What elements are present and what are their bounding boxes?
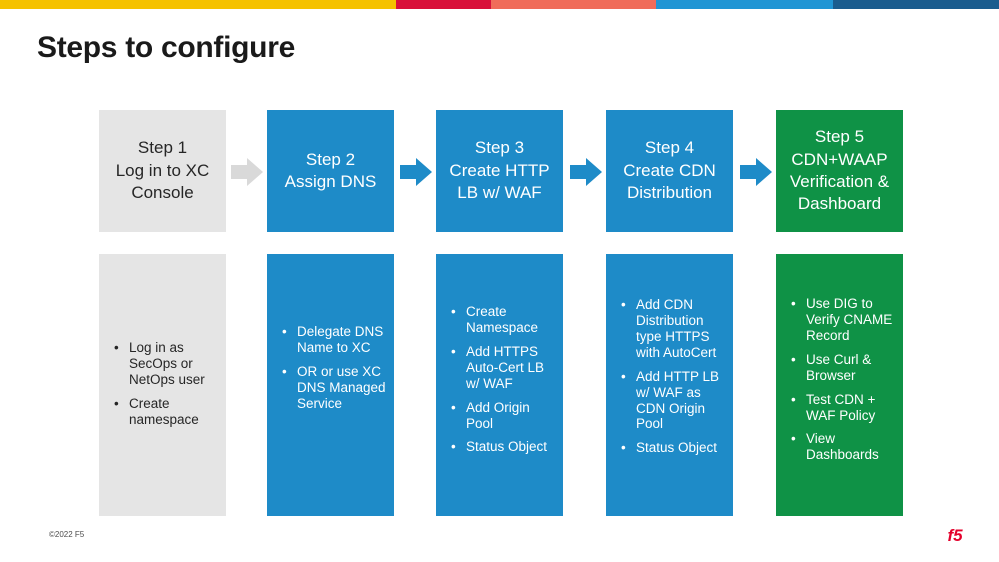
f5-logo: f5 [933, 522, 977, 548]
bullet-glyph: • [621, 297, 626, 312]
detail-item-label: Add HTTP LB w/ WAF as CDN Origin Pool [636, 368, 720, 432]
bullet-glyph: • [451, 304, 456, 319]
detail-list-5: • Use DIG to Verify CNAME Record • Use Curl… [776, 296, 903, 471]
bullet-glyph: • [451, 399, 456, 415]
detail-item-label: Delegate DNS Name to XC [297, 324, 384, 355]
top-color-bar [0, 0, 999, 9]
step-box-5[interactable]: Step 5 CDN+WAAP Verification & Dashboard [776, 110, 903, 232]
detail-box-3: • Create Namespace • Add HTTPS Auto-Cert LB… [436, 254, 563, 516]
step-box-1-label: Step 1 Log in to XC Console [115, 138, 210, 203]
step-box-4[interactable]: Step 4 Create CDN Distribution [606, 110, 733, 232]
detail-list-1: • Log in as SecOps or NetOps user • Create … [99, 340, 226, 436]
detail-list-4: • Add CDN Distribution type HTTPS with Au… [606, 297, 733, 464]
detail-item-label: Status Object [466, 439, 548, 455]
bullet-glyph: • [621, 368, 626, 384]
step-box-1[interactable]: Step 1 Log in to XC Console [99, 110, 226, 232]
arrow-1-to-2 [231, 156, 263, 188]
detail-item: • Add HTTP LB w/ WAF as CDN Origin Pool [606, 369, 733, 433]
bullet-glyph: • [282, 324, 287, 339]
arrow-3-to-4 [570, 156, 602, 188]
copyright-text: ©2022 F5 [49, 530, 85, 539]
detail-item-label: Use DIG to Verify CNAME Record [806, 296, 893, 343]
bullet-glyph: • [282, 363, 287, 379]
detail-item: • OR or use XC DNS Managed Service [267, 364, 394, 412]
detail-item-label: View Dashboards [806, 431, 879, 463]
detail-box-4: • Add CDN Distribution type HTTPS with Au… [606, 254, 733, 516]
steps-row: Step 1 Log in to XC Console Step 2 Assig… [99, 110, 919, 232]
bullet-glyph: • [621, 440, 626, 456]
detail-item: • Test CDN + WAF Policy [776, 392, 903, 424]
detail-item-label: Test CDN + WAF Policy [806, 391, 876, 423]
detail-item-label: Add CDN Distribution type HTTPS with Aut… [636, 297, 717, 360]
detail-item: • Add HTTPS Auto-Cert LB w/ WAF [436, 344, 563, 392]
svg-text:f5: f5 [947, 526, 963, 545]
bullet-glyph: • [791, 431, 796, 447]
top-bar-segment-yellow [0, 0, 396, 9]
detail-list-2: • Delegate DNS Name to XC • OR or use XC DN… [267, 324, 394, 420]
step-box-5-label: Step 5 CDN+WAAP Verification & Dashboard [789, 127, 890, 214]
detail-box-5: • Use DIG to Verify CNAME Record • Use Curl… [776, 254, 903, 516]
detail-list-3: • Create Namespace • Add HTTPS Auto-Cert LB… [436, 304, 563, 463]
detail-item: • Status Object [606, 440, 733, 456]
detail-box-1: • Log in as SecOps or NetOps user • Create … [99, 254, 226, 516]
top-bar-segment-dark-blue [833, 0, 999, 9]
bullet-glyph: • [791, 391, 796, 407]
detail-item-label: Status Object [636, 440, 718, 456]
step-box-3[interactable]: Step 3 Create HTTP LB w/ WAF [436, 110, 563, 232]
step-box-4-label: Step 4 Create CDN Distribution [623, 138, 716, 203]
detail-item-label: Use Curl & Browser [806, 351, 872, 383]
bullet-glyph: • [451, 439, 456, 455]
step-box-3-label: Step 3 Create HTTP LB w/ WAF [449, 138, 550, 203]
details-row: • Log in as SecOps or NetOps user • Create … [99, 254, 919, 516]
bullet-glyph: • [114, 395, 119, 411]
step-box-2-label: Step 2 Assign DNS [284, 149, 377, 191]
top-bar-segment-light-blue [656, 0, 833, 9]
detail-item: • Use DIG to Verify CNAME Record [776, 296, 903, 344]
page-title: Steps to configure [37, 31, 295, 64]
detail-item-label: Create Namespace [466, 304, 539, 335]
detail-item: • Log in as SecOps or NetOps user [99, 340, 226, 388]
detail-item: • Use Curl & Browser [776, 352, 903, 384]
detail-item: • Add Origin Pool [436, 400, 563, 432]
bullet-glyph: • [791, 351, 796, 367]
bullet-glyph: • [114, 340, 119, 355]
detail-item: • Add CDN Distribution type HTTPS with Au… [606, 297, 733, 361]
detail-item: • Delegate DNS Name to XC [267, 324, 394, 356]
step-box-2[interactable]: Step 2 Assign DNS [267, 110, 394, 232]
detail-item-label: Add Origin Pool [466, 399, 530, 431]
detail-item: • View Dashboards [776, 431, 903, 463]
detail-item-label: OR or use XC DNS Managed Service [297, 363, 386, 411]
arrow-2-to-3 [400, 156, 432, 188]
arrow-4-to-5 [740, 156, 772, 188]
detail-box-2: • Delegate DNS Name to XC • OR or use XC DN… [267, 254, 394, 516]
detail-item-label: Add HTTPS Auto-Cert LB w/ WAF [466, 343, 545, 391]
top-bar-segment-salmon [491, 0, 656, 9]
detail-item: • Create namespace [99, 396, 226, 428]
detail-item: • Create Namespace [436, 304, 563, 336]
bullet-glyph: • [791, 296, 796, 311]
detail-item: • Status Object [436, 439, 563, 455]
top-bar-segment-red [396, 0, 491, 9]
detail-item-label: Create namespace [129, 395, 199, 427]
detail-item-label: Log in as SecOps or NetOps user [129, 340, 205, 387]
bullet-glyph: • [451, 343, 456, 359]
